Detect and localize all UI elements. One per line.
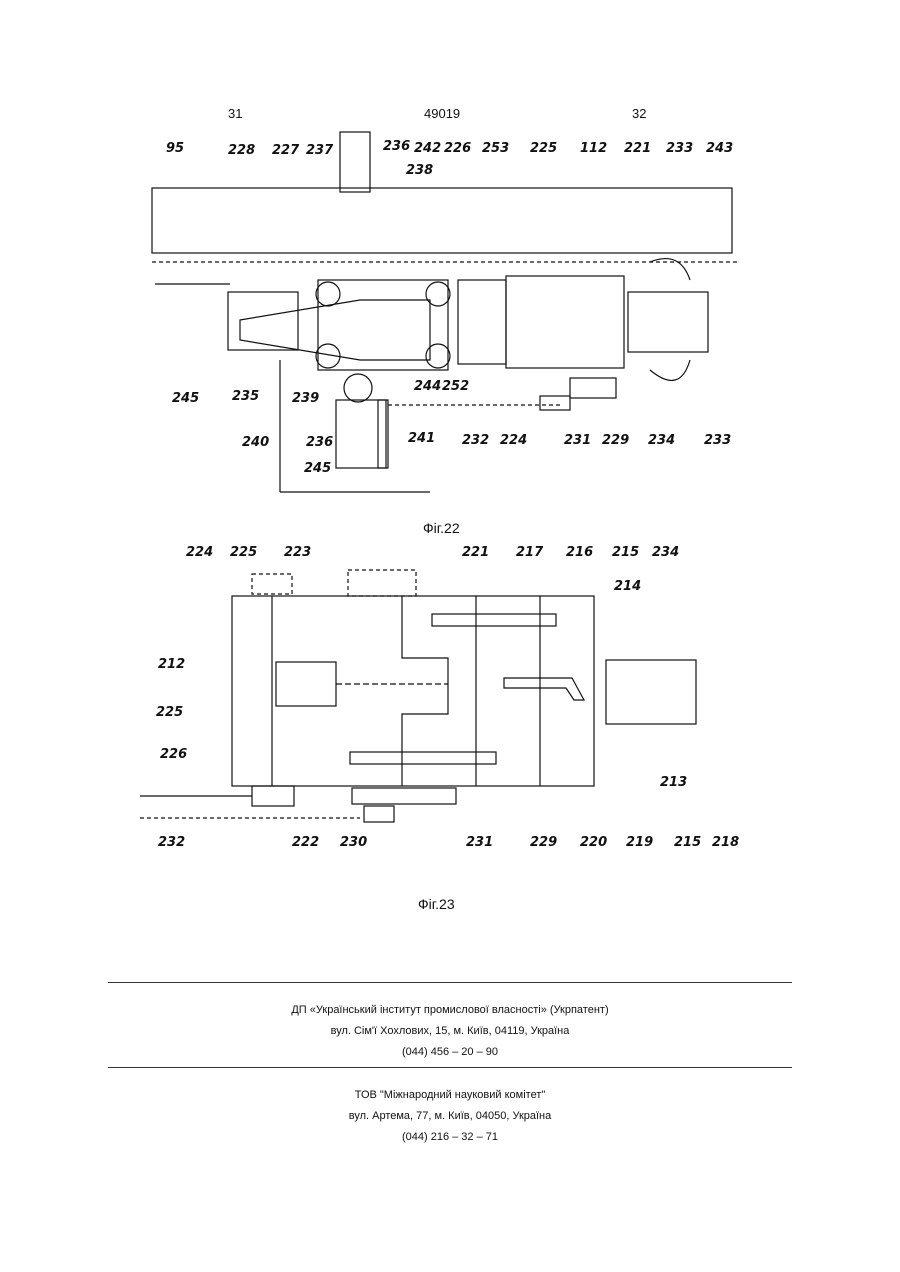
label-216: 216 (566, 545, 593, 560)
label-231: 231 (466, 835, 493, 850)
bevel-gear (504, 678, 584, 700)
org2-name: ТОВ "Міжнародний науковий комітет" (0, 1089, 900, 1101)
footer-divider (108, 1067, 792, 1068)
label-234: 234 (652, 545, 679, 560)
label-215: 215 (612, 545, 639, 560)
label-221: 221 (462, 545, 489, 560)
label-213: 213 (660, 775, 687, 790)
label-215b: 215 (674, 835, 701, 850)
label-223: 223 (284, 545, 311, 560)
label-217: 217 (516, 545, 544, 560)
label-225b: 225 (156, 705, 183, 720)
org1-name: ДП «Український інститут промислової вла… (0, 1004, 900, 1016)
coupling (276, 662, 336, 706)
gear-rack-lower (350, 752, 496, 764)
label-225: 225 (230, 545, 257, 560)
small-sprocket (364, 806, 394, 822)
sprocket-dashed (348, 570, 416, 596)
label-229: 229 (530, 835, 557, 850)
label-222: 222 (292, 835, 319, 850)
gear-wall (402, 596, 448, 786)
label-232: 232 (158, 835, 185, 850)
org1-phone: (044) 456 – 20 – 90 (0, 1046, 900, 1058)
label-212: 212 (158, 657, 185, 672)
figure-23-caption: Фіг.23 (418, 896, 455, 912)
label-218: 218 (712, 835, 739, 850)
label-214: 214 (614, 579, 641, 594)
label-220: 220 (580, 835, 607, 850)
org2-address: вул. Артема, 77, м. Київ, 04050, Україна (0, 1110, 900, 1122)
org2-phone: (044) 216 – 32 – 71 (0, 1131, 900, 1143)
label-226: 226 (160, 747, 187, 762)
gear-wheel (352, 788, 456, 804)
sprocket (252, 786, 294, 806)
org1-address: вул. Сім'ї Хохлових, 15, м. Київ, 04119,… (0, 1025, 900, 1037)
label-230: 230 (340, 835, 367, 850)
gear-rack (432, 614, 556, 626)
label-224: 224 (186, 545, 213, 560)
footer-divider (108, 982, 792, 983)
label-219: 219 (626, 835, 653, 850)
motor-box (606, 660, 696, 724)
sprocket-dashed (252, 574, 292, 594)
